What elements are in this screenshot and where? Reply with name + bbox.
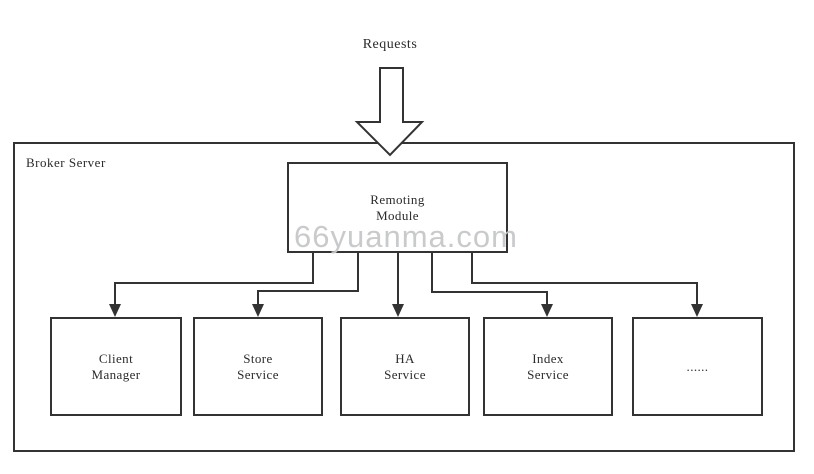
client-manager-node: Client Manager: [50, 317, 182, 416]
ha-service-label-line2: Service: [384, 366, 426, 382]
more-services-node: ......: [632, 317, 763, 416]
requests-label: Requests: [362, 37, 418, 52]
connector-more-services: [471, 253, 703, 317]
broker-server-label: Broker Server: [26, 155, 106, 170]
connector-client-manager: [109, 253, 314, 317]
client-manager-label-line2: Manager: [91, 366, 141, 382]
connector-store-service: [252, 253, 359, 317]
arrowhead-icon: [252, 304, 264, 317]
arrowhead-icon: [691, 304, 703, 317]
arrowhead-icon: [392, 304, 404, 317]
remoting-module-node: Remoting Module: [287, 162, 508, 253]
connector-ha-service: [392, 253, 404, 317]
remoting-module-label-line1: Remoting: [370, 191, 425, 207]
arrowhead-icon: [109, 304, 121, 317]
store-service-label-line1: Store: [243, 350, 273, 366]
index-service-node: Index Service: [483, 317, 613, 416]
ha-service-label-line1: HA: [395, 350, 415, 366]
remoting-module-label-line2: Module: [376, 207, 419, 223]
client-manager-label-line1: Client: [98, 350, 134, 366]
index-service-label-line2: Service: [527, 366, 569, 382]
arrowhead-icon: [541, 304, 553, 317]
connector-index-service: [431, 253, 553, 317]
more-services-label-line1: ......: [686, 358, 709, 374]
requests-arrow-icon: [354, 67, 425, 157]
store-service-label-line2: Service: [237, 366, 279, 382]
ha-service-node: HA Service: [340, 317, 470, 416]
index-service-label-line1: Index: [532, 350, 564, 366]
store-service-node: Store Service: [193, 317, 323, 416]
